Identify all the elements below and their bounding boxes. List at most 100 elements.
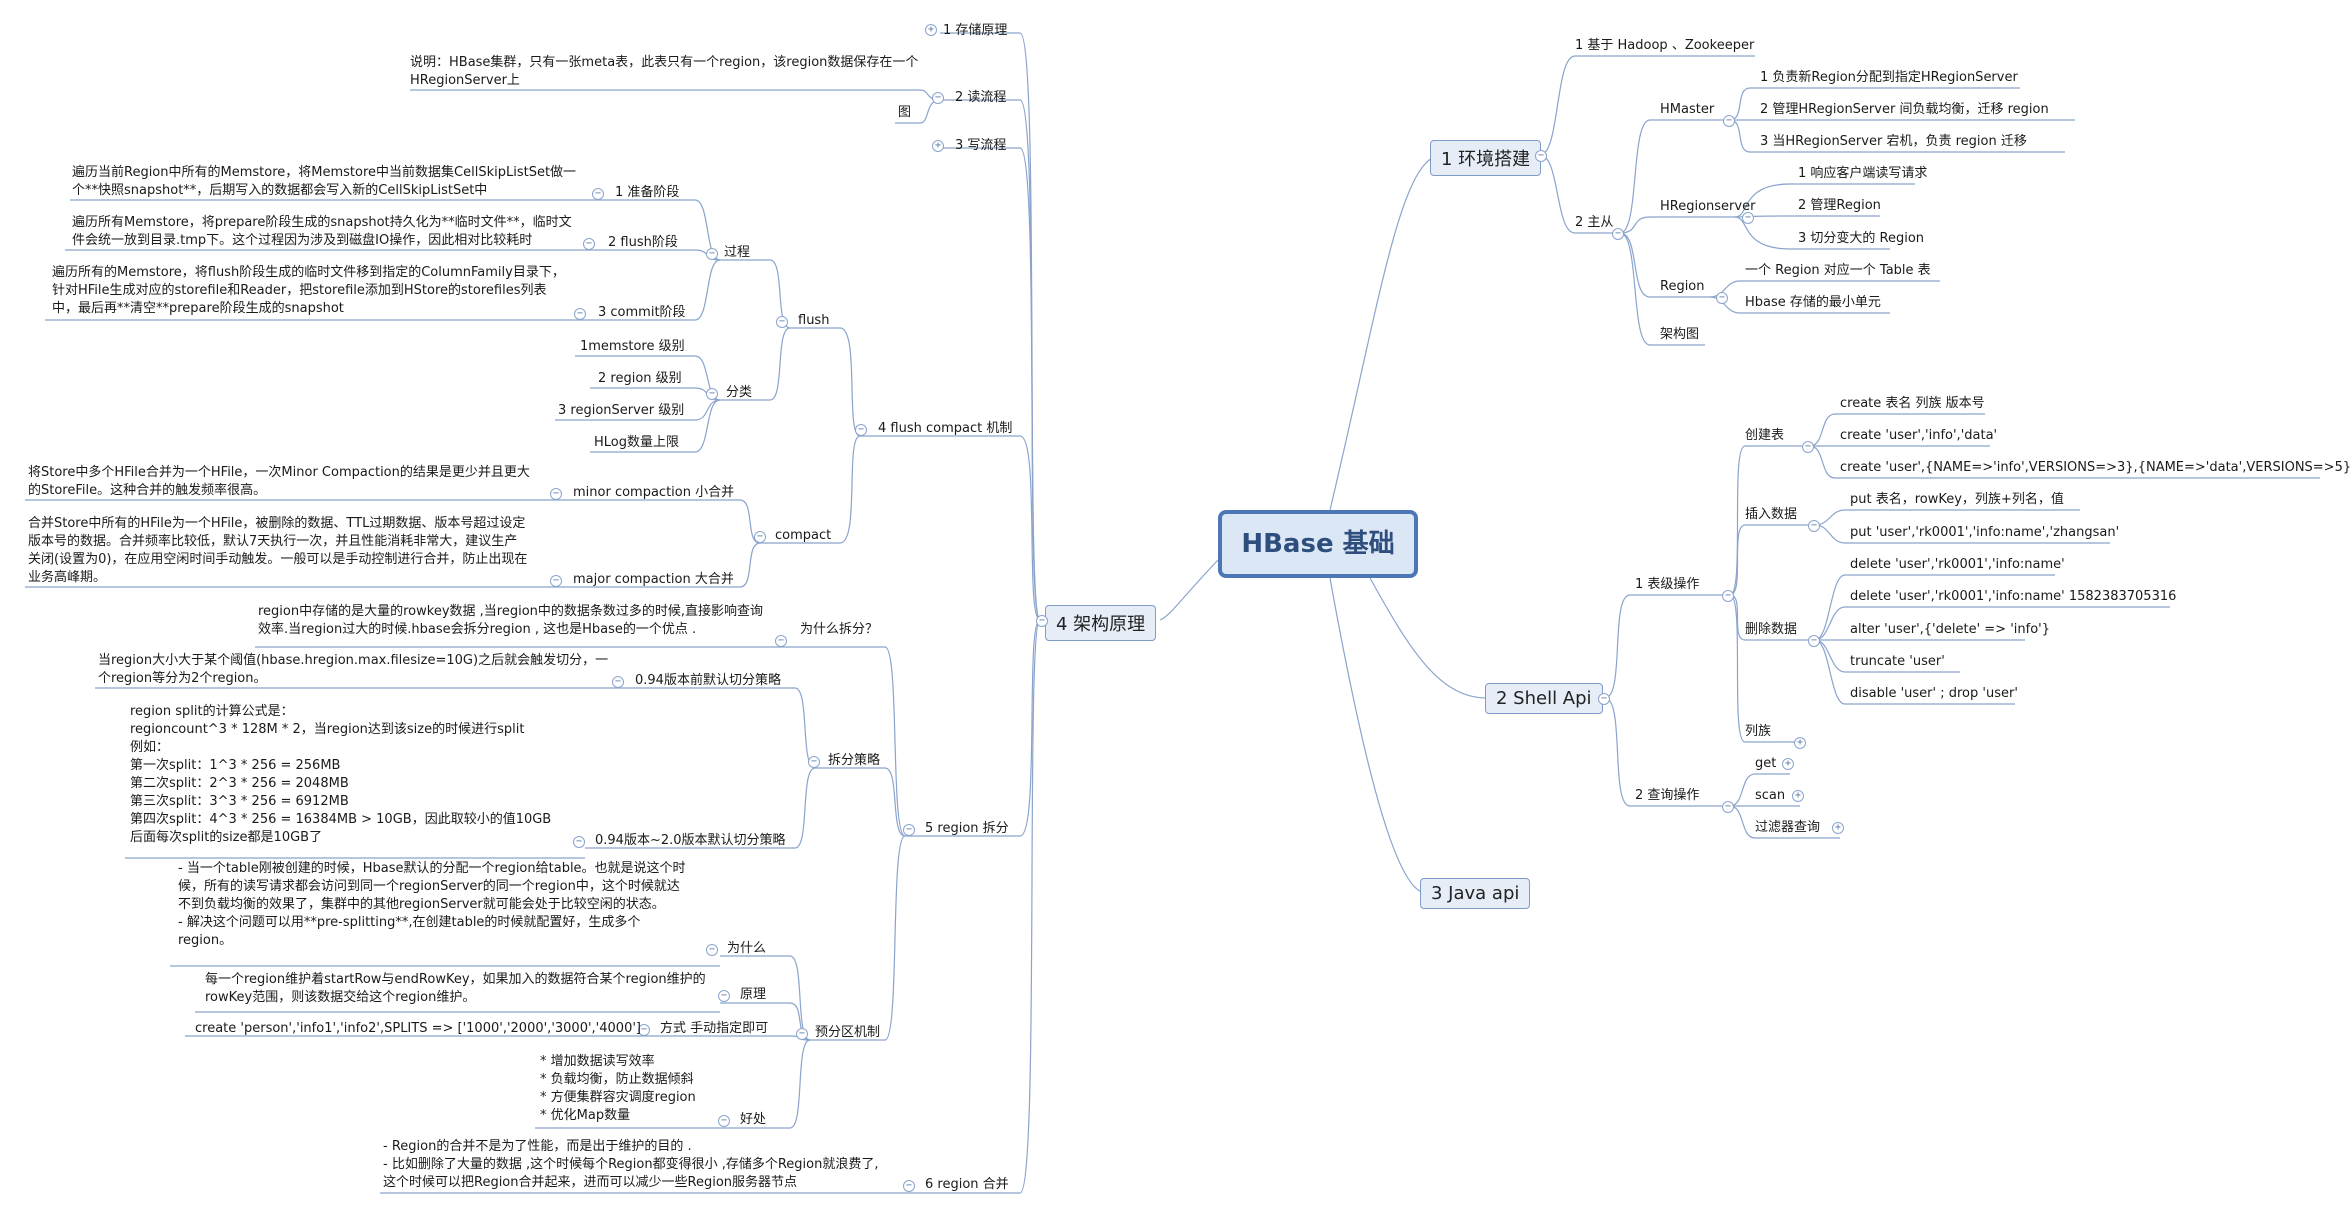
- collapse-toggle-icon[interactable]: −: [1808, 520, 1820, 532]
- collapse-toggle-icon[interactable]: −: [706, 248, 718, 260]
- expand-toggle-icon[interactable]: +: [932, 140, 944, 152]
- delete-item[interactable]: delete 'user','rk0001','info:name': [1850, 557, 2065, 572]
- shell-filter[interactable]: 过滤器查询: [1755, 820, 1821, 835]
- arch-storage[interactable]: 1 存储原理: [943, 23, 1008, 38]
- env-arch-diagram[interactable]: 架构图: [1660, 327, 1700, 342]
- presplit-why[interactable]: 为什么: [727, 941, 767, 956]
- env-base[interactable]: 1 基于 Hadoop 、Zookeeper: [1575, 38, 1755, 53]
- delete-item[interactable]: delete 'user','rk0001','info:name' 15823…: [1850, 589, 2177, 604]
- compact[interactable]: compact: [775, 528, 832, 543]
- shell-query-ops[interactable]: 2 查询操作: [1635, 788, 1700, 803]
- collapse-toggle-icon[interactable]: −: [550, 575, 562, 587]
- flush[interactable]: flush: [798, 313, 830, 328]
- delete-item[interactable]: disable 'user' ; drop 'user': [1850, 686, 2018, 701]
- expand-toggle-icon[interactable]: +: [1792, 790, 1804, 802]
- collapse-toggle-icon[interactable]: −: [775, 635, 787, 647]
- expand-toggle-icon[interactable]: +: [1782, 758, 1794, 770]
- insert-item[interactable]: put 'user','rk0001','info:name','zhangsa…: [1850, 525, 2120, 540]
- expand-toggle-icon[interactable]: +: [1794, 737, 1806, 749]
- hmaster-item[interactable]: 3 当HRegionServer 宕机，负责 region 迁移: [1760, 134, 2027, 149]
- shell-delete[interactable]: 删除数据: [1745, 622, 1798, 637]
- env-master-slave[interactable]: 2 主从: [1575, 215, 1614, 230]
- shell-get[interactable]: get: [1755, 756, 1777, 771]
- env-region[interactable]: Region: [1660, 279, 1705, 294]
- classify-item[interactable]: HLog数量上限: [594, 435, 679, 450]
- insert-item[interactable]: put 表名，rowKey，列族+列名，值: [1850, 492, 2064, 507]
- collapse-toggle-icon[interactable]: −: [1535, 150, 1547, 162]
- collapse-toggle-icon[interactable]: −: [1723, 115, 1735, 127]
- collapse-toggle-icon[interactable]: −: [592, 188, 604, 200]
- hregionserver-item[interactable]: 1 响应客户端读写请求: [1798, 166, 1928, 181]
- presplit-method[interactable]: 方式 手动指定即可: [660, 1021, 769, 1036]
- delete-item[interactable]: alter 'user',{'delete' => 'info'}: [1850, 622, 2051, 637]
- flush-compact[interactable]: 4 flush compact 机制: [878, 421, 1013, 436]
- collapse-toggle-icon[interactable]: −: [550, 488, 562, 500]
- arch-write[interactable]: 3 写流程: [955, 138, 1007, 153]
- collapse-toggle-icon[interactable]: −: [573, 836, 585, 848]
- collapse-toggle-icon[interactable]: −: [796, 1028, 808, 1040]
- flush-prepare[interactable]: 1 准备阶段: [615, 185, 680, 200]
- presplit-principle[interactable]: 原理: [740, 987, 767, 1002]
- env-hregionserver[interactable]: HRegionserver: [1660, 199, 1756, 214]
- classify-item[interactable]: 3 regionServer 级别: [558, 403, 685, 418]
- collapse-toggle-icon[interactable]: −: [855, 424, 867, 436]
- region-split[interactable]: 5 region 拆分: [925, 821, 1009, 836]
- collapse-toggle-icon[interactable]: −: [1612, 228, 1624, 240]
- collapse-toggle-icon[interactable]: −: [583, 238, 595, 250]
- flush-process[interactable]: 过程: [724, 245, 751, 260]
- branch-java-api[interactable]: 3 Java api: [1420, 878, 1531, 909]
- collapse-toggle-icon[interactable]: −: [706, 388, 718, 400]
- collapse-toggle-icon[interactable]: −: [1802, 441, 1814, 453]
- shell-table-ops[interactable]: 1 表级操作: [1635, 577, 1700, 592]
- strategy-094[interactable]: 0.94版本前默认切分策略: [635, 673, 781, 688]
- collapse-toggle-icon[interactable]: −: [808, 756, 820, 768]
- collapse-toggle-icon[interactable]: −: [612, 676, 624, 688]
- collapse-toggle-icon[interactable]: −: [1716, 292, 1728, 304]
- strategy-020[interactable]: 0.94版本~2.0版本默认切分策略: [595, 833, 786, 848]
- classify-item[interactable]: 1memstore 级别: [580, 339, 685, 354]
- region-item[interactable]: Hbase 存储的最小单元: [1745, 295, 1881, 310]
- major-compaction[interactable]: major compaction 大合并: [573, 572, 734, 587]
- flush-classify[interactable]: 分类: [726, 385, 753, 400]
- read-figure[interactable]: 图: [898, 105, 912, 120]
- region-merge[interactable]: 6 region 合并: [925, 1177, 1009, 1192]
- collapse-toggle-icon[interactable]: −: [903, 824, 915, 836]
- hregionserver-item[interactable]: 2 管理Region: [1798, 198, 1881, 213]
- collapse-toggle-icon[interactable]: −: [638, 1024, 650, 1036]
- shell-create[interactable]: 创建表: [1745, 428, 1785, 443]
- collapse-toggle-icon[interactable]: −: [718, 990, 730, 1002]
- create-item[interactable]: create 表名 列族 版本号: [1840, 396, 1985, 411]
- classify-item[interactable]: 2 region 级别: [598, 371, 682, 386]
- collapse-toggle-icon[interactable]: −: [718, 1115, 730, 1127]
- flush-commit[interactable]: 3 commit阶段: [598, 305, 686, 320]
- branch-env[interactable]: 1 环境搭建: [1430, 140, 1542, 176]
- branch-shell-api[interactable]: 2 Shell Api: [1485, 683, 1603, 714]
- presplit-benefit[interactable]: 好处: [740, 1112, 767, 1127]
- shell-family[interactable]: 列族: [1745, 724, 1772, 739]
- collapse-toggle-icon[interactable]: −: [776, 316, 788, 328]
- flush-stage[interactable]: 2 flush阶段: [608, 235, 678, 250]
- collapse-toggle-icon[interactable]: −: [1808, 635, 1820, 647]
- branch-arch[interactable]: 4 架构原理: [1045, 605, 1157, 641]
- collapse-toggle-icon[interactable]: −: [1036, 615, 1048, 627]
- region-item[interactable]: 一个 Region 对应一个 Table 表: [1745, 263, 1931, 278]
- collapse-toggle-icon[interactable]: −: [1598, 693, 1610, 705]
- collapse-toggle-icon[interactable]: −: [932, 92, 944, 104]
- collapse-toggle-icon[interactable]: −: [903, 1180, 915, 1192]
- minor-compaction[interactable]: minor compaction 小合并: [573, 485, 735, 500]
- why-split[interactable]: 为什么拆分？: [800, 622, 879, 637]
- create-item[interactable]: create 'user',{NAME=>'info',VERSIONS=>3}…: [1840, 460, 2351, 475]
- central-topic[interactable]: HBase 基础: [1218, 510, 1418, 578]
- hmaster-item[interactable]: 1 负责新Region分配到指定HRegionServer: [1760, 70, 2018, 85]
- create-item[interactable]: create 'user','info','data': [1840, 428, 1998, 443]
- arch-read[interactable]: 2 读流程: [955, 90, 1007, 105]
- collapse-toggle-icon[interactable]: −: [706, 944, 718, 956]
- env-hmaster[interactable]: HMaster: [1660, 102, 1715, 117]
- shell-insert[interactable]: 插入数据: [1745, 507, 1798, 522]
- hregionserver-item[interactable]: 3 切分变大的 Region: [1798, 231, 1925, 246]
- collapse-toggle-icon[interactable]: −: [1722, 590, 1734, 602]
- shell-scan[interactable]: scan: [1755, 788, 1786, 803]
- collapse-toggle-icon[interactable]: −: [1722, 801, 1734, 813]
- collapse-toggle-icon[interactable]: −: [1742, 212, 1754, 224]
- expand-toggle-icon[interactable]: +: [1832, 822, 1844, 834]
